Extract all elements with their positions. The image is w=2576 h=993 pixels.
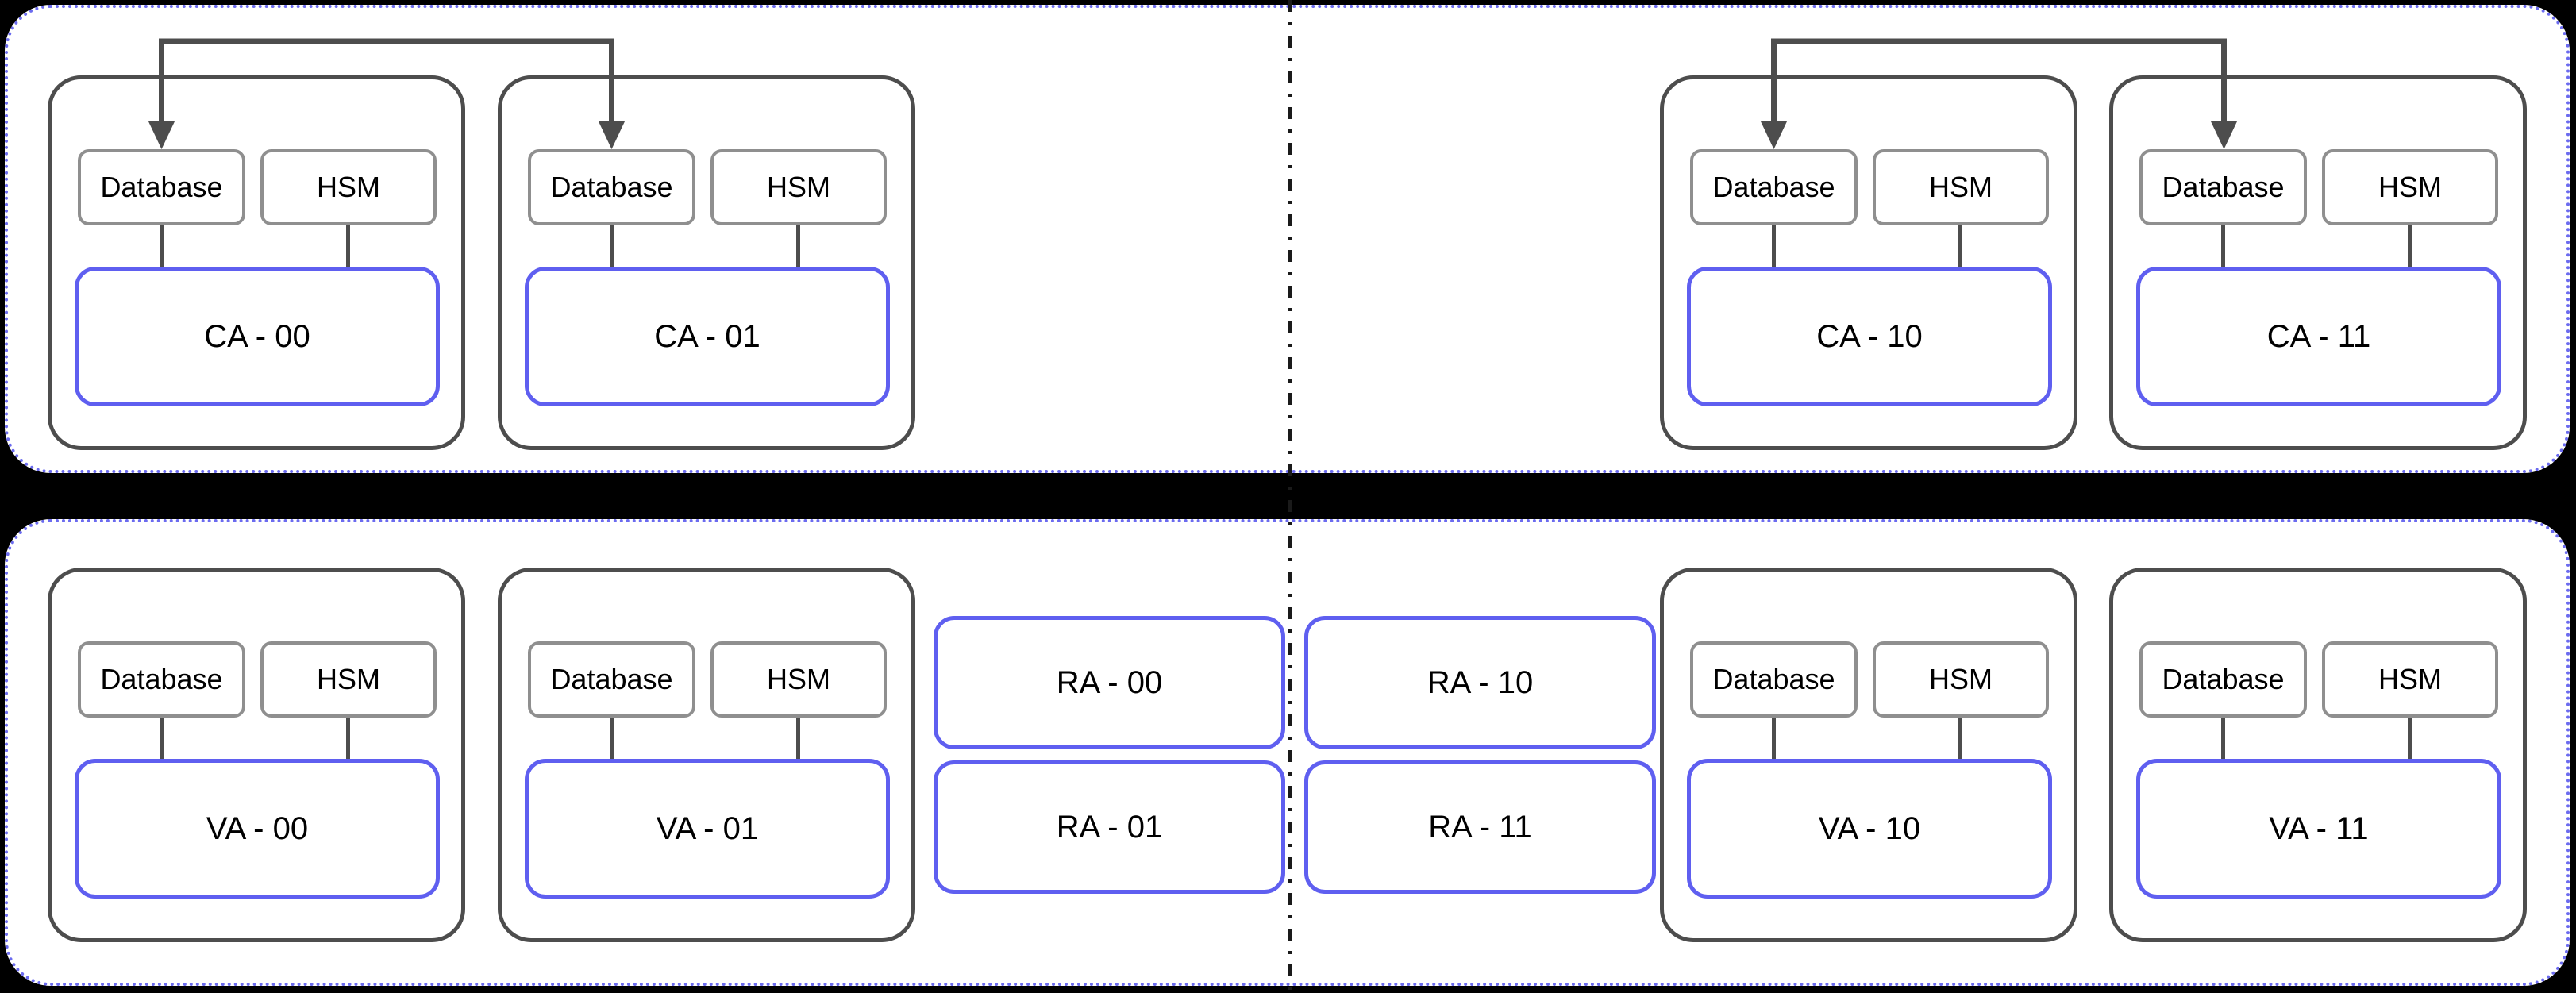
hsm-connector-line	[1958, 225, 1962, 267]
ca-11-database-box: Database	[2139, 149, 2307, 225]
ca-10-box: CA - 10	[1687, 267, 2052, 406]
hsm-connector-line	[1958, 718, 1962, 760]
database-connector-line	[160, 225, 164, 267]
ra-10-box: RA - 10	[1304, 616, 1656, 749]
va-10-group: Database HSM VA - 10	[1660, 568, 2077, 942]
hsm-connector-line	[796, 225, 800, 267]
ca-00-database-box: Database	[78, 149, 245, 225]
va-11-database-box: Database	[2139, 641, 2307, 718]
database-connector-line	[2221, 225, 2225, 267]
va-00-group: Database HSM VA - 00	[48, 568, 465, 942]
ca-01-box: CA - 01	[525, 267, 890, 406]
ca-11-box: CA - 11	[2136, 267, 2501, 406]
database-connector-line	[1772, 225, 1776, 267]
ca-01-database-box: Database	[528, 149, 695, 225]
ra-00-box: RA - 00	[934, 616, 1285, 749]
va-10-box: VA - 10	[1687, 759, 2052, 899]
ca-11-group: Database HSM CA - 11	[2109, 75, 2527, 450]
va-10-hsm-box: HSM	[1873, 641, 2049, 718]
va-11-box: VA - 11	[2136, 759, 2501, 899]
hsm-connector-line	[2408, 718, 2412, 760]
va-00-box: VA - 00	[75, 759, 440, 899]
va-11-group: Database HSM VA - 11	[2109, 568, 2527, 942]
va-ra-zone: Database HSM VA - 00 Database HSM VA - 0…	[5, 519, 2570, 986]
va-10-database-box: Database	[1690, 641, 1858, 718]
ca-00-hsm-box: HSM	[260, 149, 437, 225]
va-01-database-box: Database	[528, 641, 695, 718]
hsm-connector-line	[2408, 225, 2412, 267]
ca-11-hsm-box: HSM	[2322, 149, 2498, 225]
ca-10-group: Database HSM CA - 10	[1660, 75, 2077, 450]
database-connector-line	[2221, 718, 2225, 760]
ca-01-hsm-box: HSM	[710, 149, 887, 225]
ca-10-database-box: Database	[1690, 149, 1858, 225]
hsm-connector-line	[796, 718, 800, 760]
ca-zone: Database HSM CA - 00 Database HSM CA - 0…	[5, 5, 2570, 473]
ca-10-hsm-box: HSM	[1873, 149, 2049, 225]
ca-00-group: Database HSM CA - 00	[48, 75, 465, 450]
database-connector-line	[610, 718, 614, 760]
va-00-database-box: Database	[78, 641, 245, 718]
ra-11-box: RA - 11	[1304, 760, 1656, 894]
ra-01-box: RA - 01	[934, 760, 1285, 894]
va-01-hsm-box: HSM	[710, 641, 887, 718]
va-01-group: Database HSM VA - 01	[498, 568, 915, 942]
database-connector-line	[160, 718, 164, 760]
va-01-box: VA - 01	[525, 759, 890, 899]
ca-00-box: CA - 00	[75, 267, 440, 406]
hsm-connector-line	[346, 718, 350, 760]
database-connector-line	[1772, 718, 1776, 760]
ca-01-group: Database HSM CA - 01	[498, 75, 915, 450]
database-connector-line	[610, 225, 614, 267]
hsm-connector-line	[346, 225, 350, 267]
va-00-hsm-box: HSM	[260, 641, 437, 718]
va-11-hsm-box: HSM	[2322, 641, 2498, 718]
